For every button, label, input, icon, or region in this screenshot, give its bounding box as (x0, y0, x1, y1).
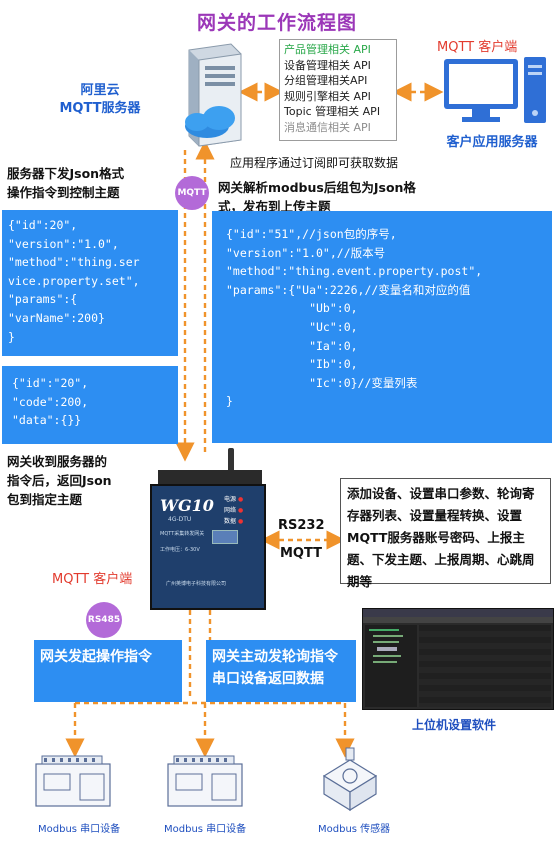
mqtt-client-bottom-label: MQTT 客户端 (52, 572, 133, 587)
software-caption: 上位机设置软件 (412, 718, 497, 732)
gateway-parse-note: 网关解析modbus后组包为Json格 式，发布到上传主题 (218, 178, 416, 216)
gateway-reply-note-line2: 指令后，返回Json (7, 473, 112, 488)
rs485-badge: RS485 (86, 602, 122, 638)
gateway-command-box: 网关发起操作指令 (34, 640, 182, 702)
gateway-reply-note-line1: 网关收到服务器的 (7, 454, 108, 469)
mqtt-side-label: MQTT (280, 546, 323, 561)
software-titlebar (363, 609, 553, 617)
device-small-text1: MQTT采集转发网关 (160, 531, 205, 537)
api-item: 规则引擎相关 API (284, 89, 371, 103)
api-item: 设备管理相关 API (284, 58, 371, 72)
modbus-device-icon (35, 755, 111, 807)
computer-icon (444, 57, 546, 123)
subscribe-note: 应用程序通过订阅即可获取数据 (230, 156, 399, 170)
device-label-1: Modbus 串口设备 (38, 824, 121, 835)
json-reply-panel: {"id":"20", "code":200, "data":{}} (2, 366, 178, 444)
gateway-device: WG10 4G-DTU 电源 ● 网络 ● 数据 ● MQTT采集转发网关 工作… (150, 448, 270, 613)
server-send-note-line1: 服务器下发Json格式 (7, 166, 125, 181)
software-table (419, 625, 551, 707)
light-label: 电源 (224, 496, 237, 503)
mqtt-badge: MQTT (175, 176, 209, 210)
modbus-device-icon (167, 755, 243, 807)
device-label-3: Modbus 传感器 (318, 824, 391, 835)
server-send-note: 服务器下发Json格式 操作指令到控制主题 (7, 164, 124, 202)
config-description-box: 添加设备、设置串口参数、轮询寄存器列表、设置量程转换、设置MQTT服务器账号密码… (340, 478, 551, 589)
client-app-server-label: 客户应用服务器 (446, 135, 538, 150)
server-icon (185, 43, 242, 147)
api-list-box: 产品管理相关 API 设备管理相关 API 分组管理相关API 规则引擎相关 A… (279, 39, 397, 141)
device-lights: 电源 ● 网络 ● 数据 ● (224, 494, 243, 527)
light-label: 网络 (224, 507, 237, 514)
gateway-parse-note-line2: 式，发布到上传主题 (218, 199, 331, 214)
api-item: 消息通信相关 API (284, 120, 371, 134)
antenna-icon (228, 448, 234, 478)
light-network: 网络 ● (224, 507, 244, 514)
api-item: 分组管理相关API (284, 74, 368, 88)
config-software-screenshot (362, 608, 554, 710)
light-power: 电源 ● (224, 496, 244, 503)
gateway-reply-note: 网关收到服务器的 指令后，返回Json 包到指定主题 (7, 452, 112, 509)
light-data: 数据 ● (224, 518, 244, 525)
json-reply-text: {"id":"20", "code":200, "data":{}} (12, 376, 89, 428)
page-title: 网关的工作流程图 (196, 12, 357, 34)
gateway-reply-note-line3: 包到指定主题 (7, 492, 83, 507)
device-body: WG10 4G-DTU 电源 ● 网络 ● 数据 ● MQTT采集转发网关 工作… (150, 484, 266, 610)
server-send-note-line2: 操作指令到控制主题 (7, 185, 120, 200)
light-label: 数据 (224, 518, 237, 525)
json-upload-text: {"id":"51",//json包的序号, "version":"1.0",/… (226, 227, 483, 409)
gateway-parse-note-line1: 网关解析modbus后组包为Json格 (218, 180, 416, 195)
software-toolbar (363, 617, 553, 623)
api-item: 产品管理相关 API (284, 43, 371, 56)
json-upload-panel: {"id":"51",//json包的序号, "version":"1.0",/… (212, 211, 552, 443)
json-command-panel: {"id":20", "version":"1.0", "method":"th… (2, 210, 178, 356)
mqtt-client-top-label: MQTT 客户端 (437, 40, 518, 55)
device-vendor: 广州英博电子科技有限公司 (166, 581, 227, 587)
device-top-edge (158, 470, 262, 488)
device-subtitle: 4G-DTU (168, 516, 192, 523)
api-item: Topic 管理相关 API (284, 105, 381, 119)
device-logo (212, 530, 238, 544)
aliyun-label: 阿里云 MQTT服务器 (40, 82, 160, 118)
aliyun-label-line2: MQTT服务器 (59, 101, 141, 116)
device-small-text2: 工作电压：6-30V (160, 547, 200, 553)
modbus-sensor-icon (322, 747, 378, 812)
json-command-text: {"id":20", "version":"1.0", "method":"th… (8, 218, 140, 344)
rs232-label: RS232 (278, 518, 325, 533)
device-brand: WG10 (160, 496, 214, 515)
device-label-2: Modbus 串口设备 (164, 824, 247, 835)
aliyun-label-line1: 阿里云 (80, 83, 120, 98)
software-tree (365, 625, 417, 707)
gateway-poll-box: 网关主动发轮询指令串口设备返回数据 (206, 640, 356, 702)
